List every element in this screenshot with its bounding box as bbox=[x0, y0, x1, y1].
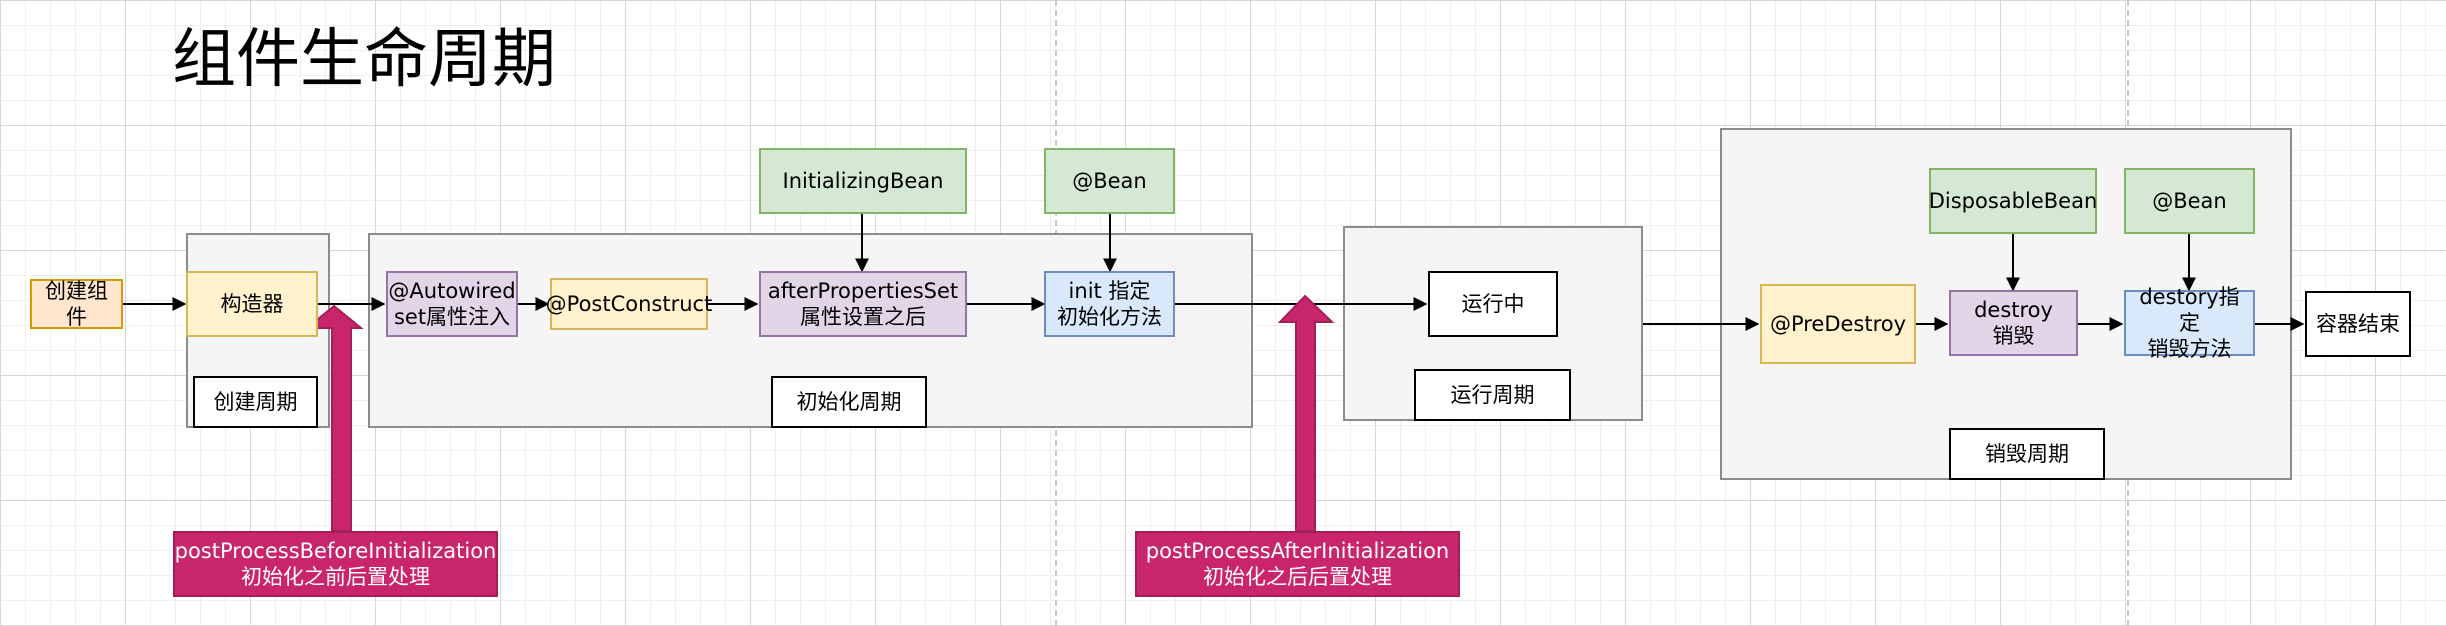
post-process-before-init-label: postProcessBeforeInitialization 初始化之前后置处… bbox=[173, 531, 498, 597]
destroy-node: destroy 销毁 bbox=[1949, 290, 2078, 356]
initializing-bean-node: InitializingBean bbox=[759, 148, 967, 214]
postconstruct-node: @PostConstruct bbox=[546, 278, 712, 330]
autowired-node: @Autowired set属性注入 bbox=[386, 271, 518, 337]
run-phase-label: 运行周期 bbox=[1414, 369, 1571, 421]
constructor-node: 构造器 bbox=[186, 271, 318, 337]
after-processor-arrow bbox=[1277, 294, 1335, 532]
post-process-after-init-label: postProcessAfterInitialization 初始化之后后置处理 bbox=[1135, 531, 1460, 597]
disposable-bean-node: DisposableBean bbox=[1929, 168, 2097, 234]
create-component-node: 创建组件 bbox=[30, 279, 123, 329]
destroy-method-node: destory指定 销毁方法 bbox=[2124, 285, 2255, 361]
bean-destroy-node: @Bean bbox=[2124, 168, 2255, 234]
container-end-node: 容器结束 bbox=[2305, 291, 2411, 357]
bean-init-node: @Bean bbox=[1044, 148, 1175, 214]
init-phase-label: 初始化周期 bbox=[771, 376, 927, 428]
create-phase-label: 创建周期 bbox=[193, 376, 318, 428]
destroy-phase-label: 销毁周期 bbox=[1949, 428, 2105, 480]
page-title: 组件生命周期 bbox=[172, 23, 556, 97]
after-properties-set-node: afterPropertiesSet 属性设置之后 bbox=[759, 271, 967, 337]
init-method-node: init 指定 初始化方法 bbox=[1044, 271, 1175, 337]
running-node: 运行中 bbox=[1428, 271, 1558, 337]
predestroy-node: @PreDestroy bbox=[1760, 284, 1916, 364]
